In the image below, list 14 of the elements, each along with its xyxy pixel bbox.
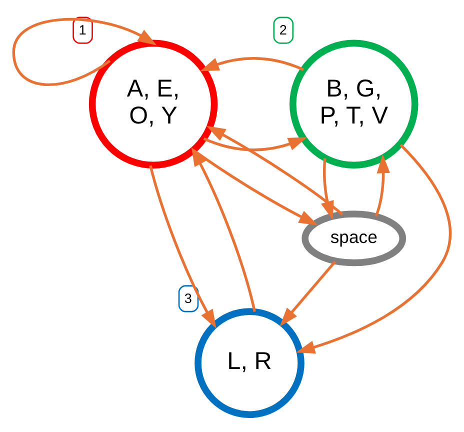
- arrow: [192, 149, 318, 226]
- node-label: 1: [78, 22, 86, 38]
- arrow: [296, 144, 452, 354]
- arrow: [191, 147, 256, 312]
- arrow: [149, 165, 216, 329]
- arrow: [200, 57, 304, 72]
- arrow: [12, 18, 157, 86]
- arrow: [203, 137, 308, 152]
- arrow: [206, 126, 344, 216]
- node-ellipse: space: [302, 210, 406, 266]
- node-label: 2: [279, 22, 287, 38]
- node-label: 3: [184, 290, 192, 306]
- arrow: [280, 260, 336, 326]
- arrow: [374, 154, 390, 217]
